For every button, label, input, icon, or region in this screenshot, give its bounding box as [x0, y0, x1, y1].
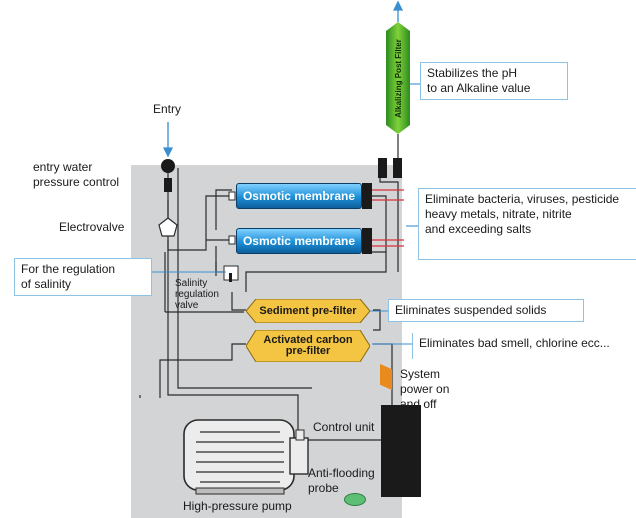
- power-switch-icon: [380, 364, 392, 390]
- electrovalve-label: Electrovalve: [59, 220, 125, 234]
- alkalizing-post-filter: [386, 22, 410, 134]
- high-pressure-pump-icon: [183, 419, 309, 495]
- membrane-1-cap: [362, 183, 372, 209]
- osmotic-membrane-1: Osmotic membrane: [236, 183, 362, 209]
- electrovalve-icon: [158, 217, 178, 237]
- control-unit-label: Control unit: [313, 420, 375, 434]
- anti-flooding-probe-icon: [344, 493, 366, 506]
- high-pressure-pump-label: High-pressure pump: [183, 499, 292, 513]
- pipe-entry-right: [177, 168, 312, 389]
- pressure-control-knob: [161, 159, 175, 173]
- callout-sediment: Eliminates suspended solids: [388, 299, 584, 322]
- control-unit-box: [381, 405, 421, 497]
- pipe-entry-to-pump: [167, 168, 299, 438]
- entry-label: Entry: [153, 102, 182, 116]
- sediment-prefilter: Sediment pre-filter: [246, 299, 370, 323]
- callout-carbon: Eliminates bad smell, chlorine ecc...: [412, 333, 622, 359]
- entry-arrow-icon: [162, 147, 174, 158]
- outlet-arrow-icon: [392, 0, 404, 11]
- post-filter-label: Alkalizing Post Filter: [393, 38, 403, 118]
- membrane-2-cap: [362, 228, 372, 254]
- osmotic-membrane-2: Osmotic membrane: [236, 228, 362, 254]
